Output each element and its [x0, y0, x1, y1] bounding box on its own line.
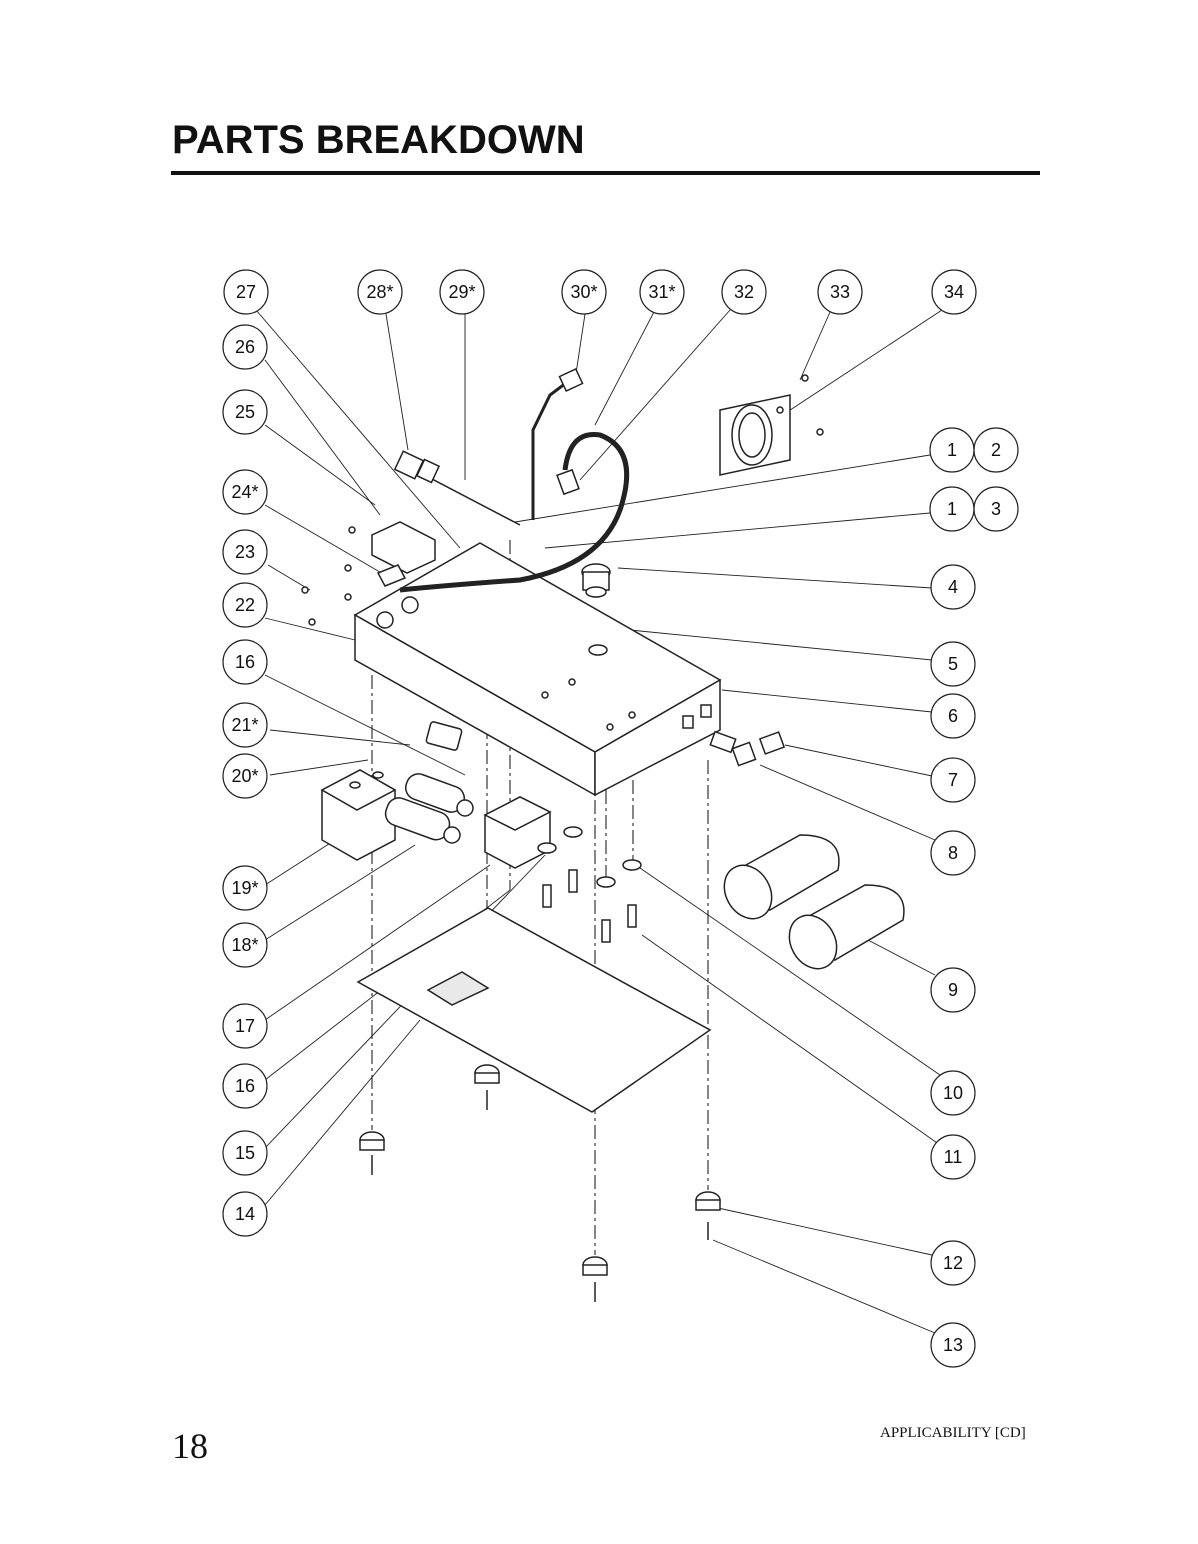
solenoid-valves	[322, 770, 473, 860]
svg-text:13: 13	[943, 1335, 963, 1355]
callout-18: 18*	[223, 923, 267, 967]
callout-24: 24*	[223, 470, 267, 514]
page-number: 18	[172, 1425, 208, 1467]
callout-4: 4	[931, 565, 975, 609]
callout-10: 10	[931, 1071, 975, 1115]
svg-text:23: 23	[235, 542, 255, 562]
svg-text:34: 34	[944, 282, 964, 302]
fan-grommet	[720, 375, 823, 475]
svg-text:10: 10	[943, 1083, 963, 1103]
svg-text:8: 8	[948, 843, 958, 863]
svg-text:30*: 30*	[570, 282, 597, 302]
callout-21: 21*	[223, 703, 267, 747]
svg-text:3: 3	[991, 499, 1001, 519]
callout-13: 13	[931, 1323, 975, 1367]
svg-text:9: 9	[948, 980, 958, 1000]
callout-28: 28*	[358, 270, 402, 314]
svg-text:25: 25	[235, 402, 255, 422]
callout-15: 15	[223, 1131, 267, 1175]
callout-16-top: 16	[223, 640, 267, 684]
svg-text:27: 27	[236, 282, 256, 302]
svg-text:19*: 19*	[231, 878, 258, 898]
callout-8: 8	[931, 831, 975, 875]
svg-text:28*: 28*	[366, 282, 393, 302]
svg-text:15: 15	[235, 1143, 255, 1163]
callout-12: 12	[931, 1241, 975, 1285]
callout-16-bottom: 16	[223, 1064, 267, 1108]
svg-text:18*: 18*	[231, 935, 258, 955]
svg-text:17: 17	[235, 1016, 255, 1036]
rubber-feet	[360, 1065, 720, 1302]
callout-14: 14	[223, 1192, 267, 1236]
svg-text:6: 6	[948, 706, 958, 726]
svg-text:26: 26	[235, 337, 255, 357]
strain-relief	[582, 564, 610, 597]
svg-text:33: 33	[830, 282, 850, 302]
svg-text:22: 22	[235, 595, 255, 615]
callout-20: 20*	[223, 754, 267, 798]
callout-32: 32	[722, 270, 766, 314]
svg-text:5: 5	[948, 654, 958, 674]
callout-6: 6	[931, 694, 975, 738]
callout-1-upper: 1	[930, 428, 974, 472]
svg-text:11: 11	[944, 1147, 963, 1167]
svg-text:4: 4	[948, 577, 958, 597]
relay	[485, 797, 550, 868]
callout-5: 5	[931, 642, 975, 686]
callout-25: 25	[223, 390, 267, 434]
capacitors	[715, 835, 904, 977]
base-plate	[358, 908, 710, 1112]
callout-26: 26	[223, 325, 267, 369]
callout-9: 9	[931, 968, 975, 1012]
svg-text:32: 32	[734, 282, 754, 302]
callout-23: 23	[223, 530, 267, 574]
callout-3: 3	[974, 487, 1018, 531]
svg-text:16: 16	[235, 652, 255, 672]
callout-31: 31*	[640, 270, 684, 314]
svg-text:1: 1	[947, 499, 957, 519]
callout-34: 34	[932, 270, 976, 314]
svg-text:12: 12	[943, 1253, 963, 1273]
svg-text:21*: 21*	[231, 715, 258, 735]
callout-30: 30*	[562, 270, 606, 314]
applicability-label: APPLICABILITY [CD]	[880, 1425, 1026, 1442]
enclosure-cover	[355, 543, 720, 795]
svg-text:31*: 31*	[648, 282, 675, 302]
svg-text:14: 14	[235, 1204, 255, 1224]
callout-7: 7	[931, 758, 975, 802]
callout-2: 2	[974, 428, 1018, 472]
callout-33: 33	[818, 270, 862, 314]
callout-22: 22	[223, 583, 267, 627]
callout-27: 27	[224, 270, 268, 314]
svg-text:24*: 24*	[231, 482, 258, 502]
svg-text:20*: 20*	[231, 766, 258, 786]
svg-text:1: 1	[947, 440, 957, 460]
callout-1-lower: 1	[930, 487, 974, 531]
callout-11: 11	[931, 1135, 975, 1179]
svg-text:29*: 29*	[448, 282, 475, 302]
svg-text:7: 7	[948, 770, 958, 790]
callout-29: 29*	[440, 270, 484, 314]
callout-19: 19*	[223, 866, 267, 910]
callout-17: 17	[223, 1004, 267, 1048]
svg-text:16: 16	[235, 1076, 255, 1096]
svg-text:2: 2	[991, 440, 1001, 460]
switch-and-connector	[710, 732, 784, 766]
hardware	[538, 827, 641, 942]
